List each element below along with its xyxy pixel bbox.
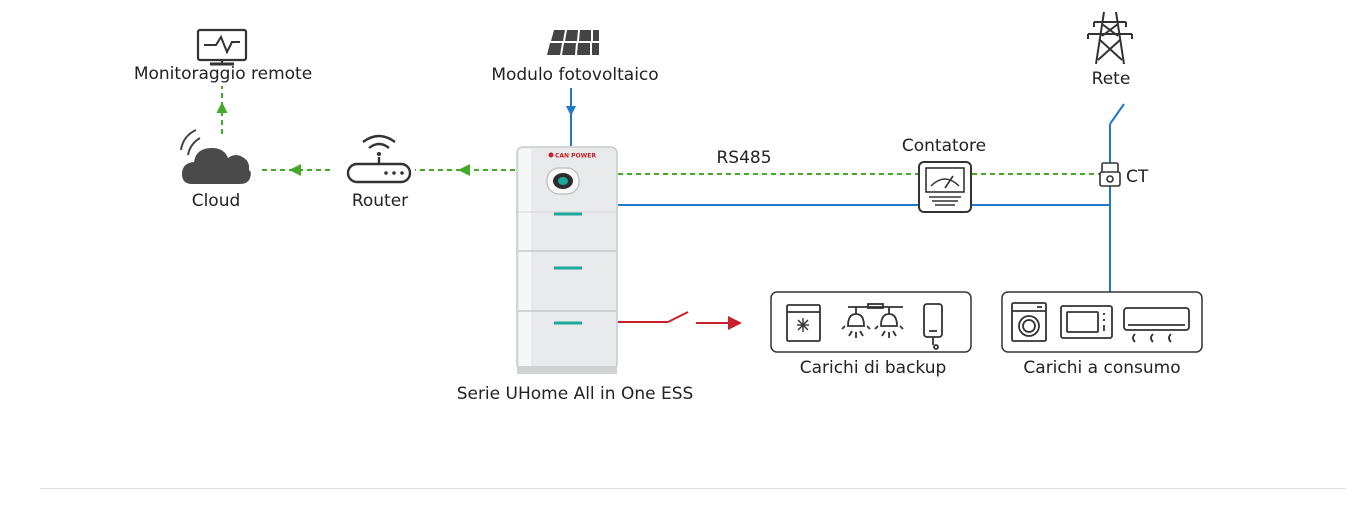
cloud-label: Cloud xyxy=(191,191,241,211)
comm-arrows xyxy=(216,102,470,176)
cloud-icon xyxy=(180,129,251,184)
arrow-right-backup xyxy=(728,316,742,330)
brand-logo-icon xyxy=(548,152,554,158)
arrow-left-cloud xyxy=(289,164,301,176)
ess-cabinet: CAN POWER xyxy=(516,146,618,374)
comm-lines xyxy=(221,86,1102,175)
router-label: Router xyxy=(351,191,409,211)
grid-label: Rete xyxy=(1091,69,1131,89)
meter-icon xyxy=(918,161,972,213)
backup-loads-label: Carichi di backup xyxy=(799,358,947,378)
monitoring-label: Monitoraggio remote xyxy=(133,64,313,84)
divider xyxy=(40,488,1346,489)
arrow-down-pv xyxy=(566,106,576,116)
router-icon xyxy=(346,134,412,184)
backup-switch xyxy=(667,311,689,323)
microwave-icon xyxy=(1060,305,1113,339)
rs485-label: RS485 xyxy=(716,148,772,168)
consumption-loads-box xyxy=(1001,291,1203,353)
ceiling-lamp-icon xyxy=(841,303,904,338)
pv-module-label: Modulo fotovoltaico xyxy=(491,65,659,85)
solar-panel-icon xyxy=(547,30,599,55)
brand-logo-text: CAN POWER xyxy=(555,153,596,160)
backup-line xyxy=(618,311,732,324)
ess-label: Serie UHome All in One ESS xyxy=(456,384,694,404)
arrow-up-monitor xyxy=(216,102,228,113)
freezer-icon xyxy=(786,304,821,342)
power-lines xyxy=(570,88,1125,292)
phone-icon xyxy=(923,303,943,350)
consumption-loads-label: Carichi a consumo xyxy=(1023,358,1181,378)
ct-label: CT xyxy=(1126,167,1149,187)
washing-machine-icon xyxy=(1011,302,1047,342)
monitor-icon xyxy=(196,28,248,66)
meter-label: Contatore xyxy=(901,136,987,156)
backup-loads-box xyxy=(770,291,972,353)
arrow-left-router xyxy=(458,164,470,176)
grid-switch xyxy=(1109,103,1125,125)
air-conditioner-icon xyxy=(1123,307,1190,343)
pylon-icon xyxy=(1087,11,1133,65)
ct-icon xyxy=(1099,162,1121,187)
